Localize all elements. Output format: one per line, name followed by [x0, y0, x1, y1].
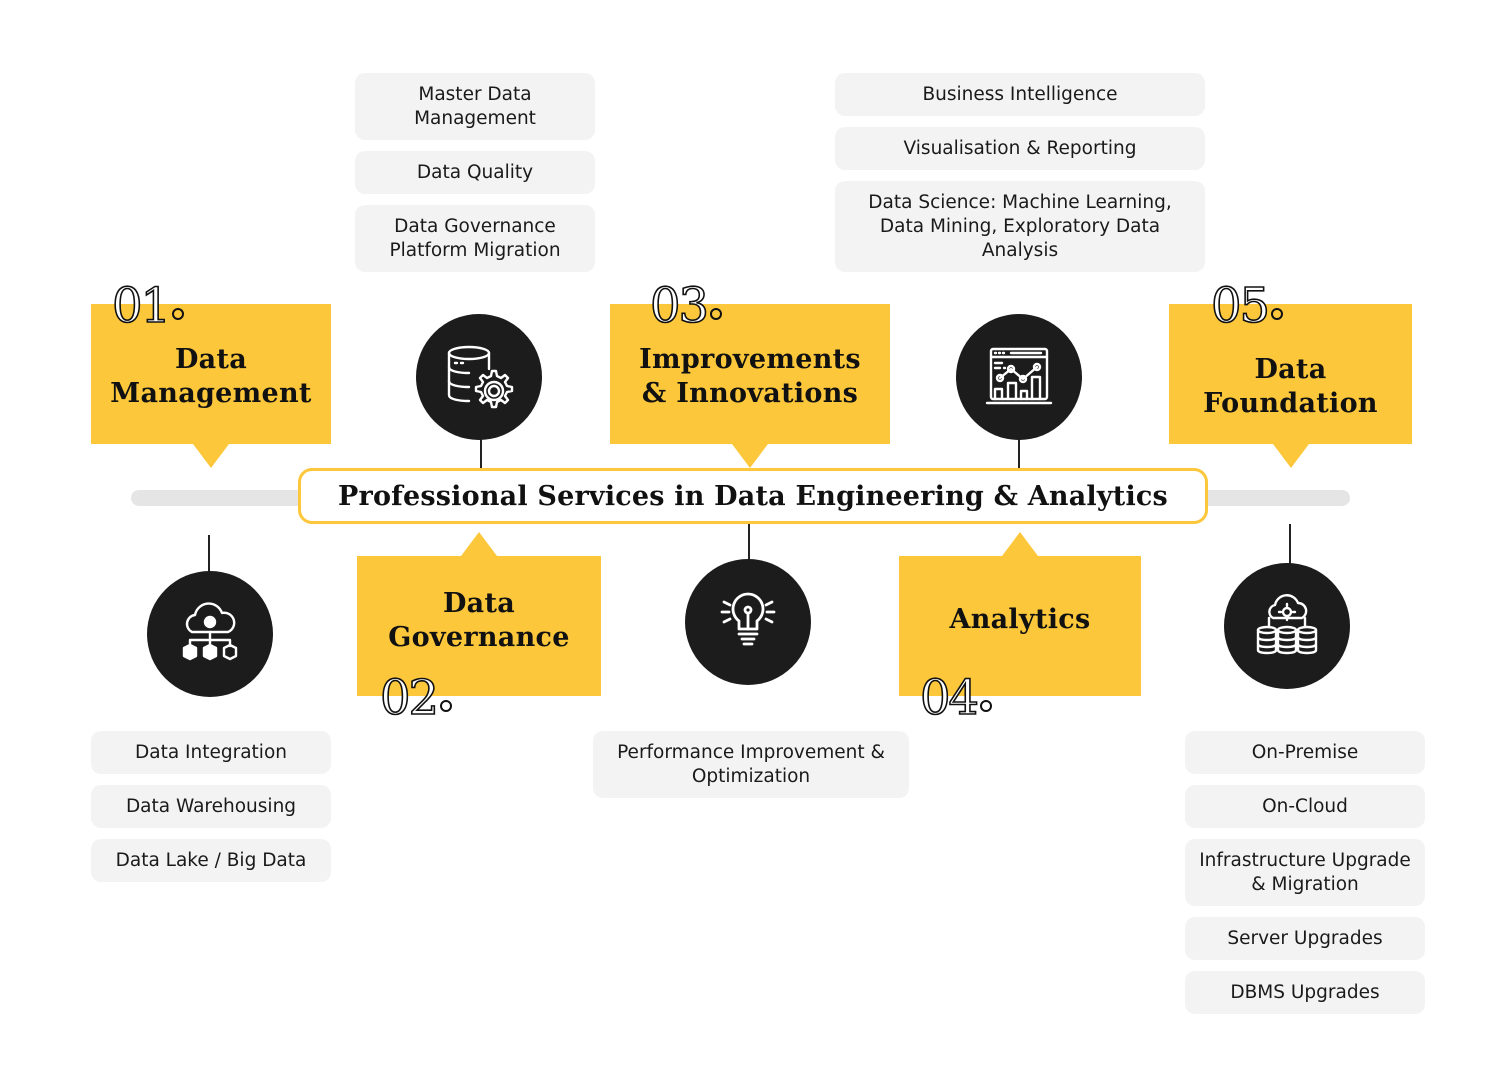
service-item: Data Governance Platform Migration [355, 205, 595, 272]
callout-title-line1: Data [1254, 354, 1327, 385]
cloud-network-icon [147, 571, 273, 697]
service-item: Data Warehousing [91, 785, 331, 828]
cloud-databases-icon [1224, 563, 1350, 689]
callout-data-foundation: Data Foundation [1169, 304, 1412, 468]
callout-data-governance: Data Governance [357, 532, 601, 696]
service-item: Data Integration [91, 731, 331, 774]
callout-analytics: Analytics [899, 532, 1141, 696]
service-item: Business Intelligence [835, 73, 1205, 116]
service-item: Infrastructure Upgrade & Migration [1185, 839, 1425, 906]
connector-line [748, 524, 750, 560]
diagram-title: Professional Services in Data Engineerin… [338, 480, 1168, 512]
callout-title-line1: Data [442, 588, 516, 619]
service-item: On-Premise [1185, 731, 1425, 774]
callout-improvements-innovations: Improvements & Innovations [610, 304, 890, 468]
callout-title-line1: Analytics [949, 604, 1091, 635]
callout-title-line2: Management [110, 378, 312, 409]
service-item: Visualisation & Reporting [835, 127, 1205, 170]
service-item: Performance Improvement & Optimization [593, 731, 909, 798]
connector-line [480, 436, 482, 470]
service-item: DBMS Upgrades [1185, 971, 1425, 1014]
connector-line [1018, 436, 1020, 470]
section-number-04: 04 [919, 673, 993, 723]
section-number-02: 02 [379, 673, 453, 723]
section-number-01: 01 [111, 281, 185, 331]
callout-title-line2: Foundation [1203, 388, 1378, 419]
section-number-03: 03 [649, 281, 723, 331]
section-number-05: 05 [1210, 281, 1284, 331]
service-item: Master Data Management [355, 73, 595, 140]
diagram-title-box: Professional Services in Data Engineerin… [298, 468, 1208, 524]
callout-title-line2: Governance [388, 622, 570, 653]
connector-line [208, 535, 210, 573]
service-item: Data Quality [355, 151, 595, 194]
analytics-dashboard-icon [956, 314, 1082, 440]
callout-title-line1: Data [174, 344, 248, 375]
callout-data-management: Data Management [91, 304, 331, 468]
callout-title-line2: & Innovations [641, 378, 859, 409]
callout-title-line1: Improvements [639, 344, 861, 375]
service-item: Server Upgrades [1185, 917, 1425, 960]
service-item: Data Lake / Big Data [91, 839, 331, 882]
connector-line [1289, 524, 1291, 564]
service-item: On-Cloud [1185, 785, 1425, 828]
service-item: Data Science: Machine Learning, Data Min… [835, 181, 1205, 272]
database-gear-icon [416, 314, 542, 440]
lightbulb-icon [685, 559, 811, 685]
